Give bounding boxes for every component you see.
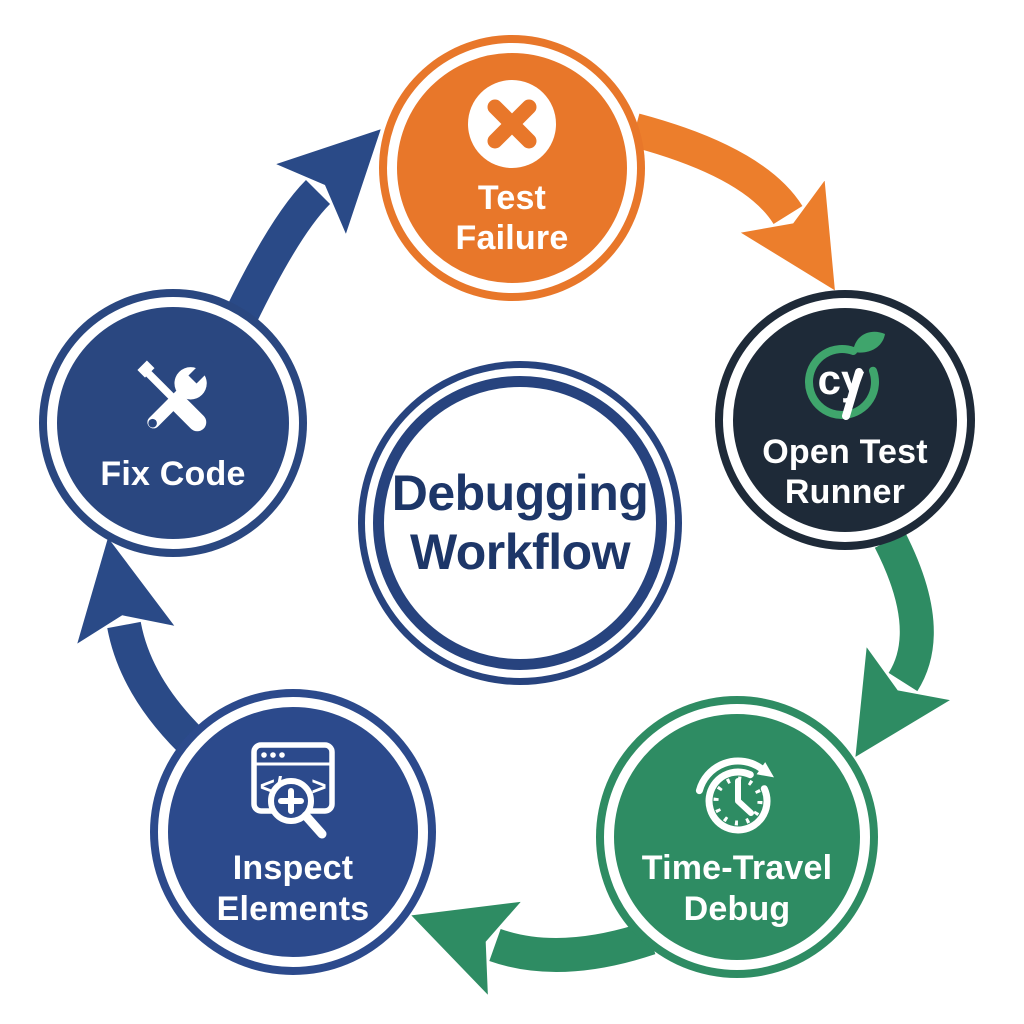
node-label: Fix Code	[100, 454, 245, 494]
x-circle-icon	[468, 79, 556, 168]
node-label-line2: Runner	[784, 473, 906, 511]
node-label-line1: Test	[477, 178, 547, 217]
node-label-line2: Debug	[683, 889, 791, 928]
time-travel-clock-icon	[695, 757, 774, 834]
node-open-test-runner: cy Open Test Runner	[723, 298, 967, 542]
node-label-line1: Fix Code	[100, 455, 246, 494]
node-label: Open Test Runner	[762, 432, 928, 512]
node-test-failure: Test Failure	[387, 43, 637, 293]
diagram-title-line1: Debugging	[391, 465, 649, 521]
node-label-line2: Elements	[216, 889, 370, 928]
arrow-inspect-elements-to-fix-code	[77, 537, 203, 753]
tools-icon	[136, 356, 216, 432]
diagram-title: Debugging Workflow	[392, 464, 649, 582]
cypress-logo-icon: cy	[805, 331, 885, 420]
node-label-line1: Time-Travel	[641, 849, 833, 888]
node-label-line1: Inspect	[232, 849, 354, 888]
diagram-title-line2: Workflow	[409, 524, 631, 580]
code-glyph-right: >	[311, 771, 326, 801]
node-label-line1: Open Test	[762, 432, 928, 471]
inspect-browser-icon: </ >	[251, 742, 335, 839]
node-label: Test Failure	[456, 178, 569, 258]
node-inspect-elements: </ > Inspect Elements	[158, 697, 428, 967]
node-label-line2: Failure	[455, 219, 569, 257]
node-label: Inspect Elements	[217, 848, 370, 928]
node-fix-code: Fix Code	[47, 297, 299, 549]
node-time-travel-debug: Time-Travel Debug	[604, 704, 870, 970]
arrow-test-failure-to-open-test-runner	[630, 113, 835, 291]
arrow-time-travel-to-inspect-elements	[411, 901, 656, 995]
arrow-fix-code-to-test-failure	[224, 129, 381, 326]
arrow-open-test-runner-to-time-travel	[855, 532, 950, 757]
center-circle: Debugging Workflow	[373, 376, 667, 670]
node-label: Time-Travel Debug	[642, 848, 833, 928]
